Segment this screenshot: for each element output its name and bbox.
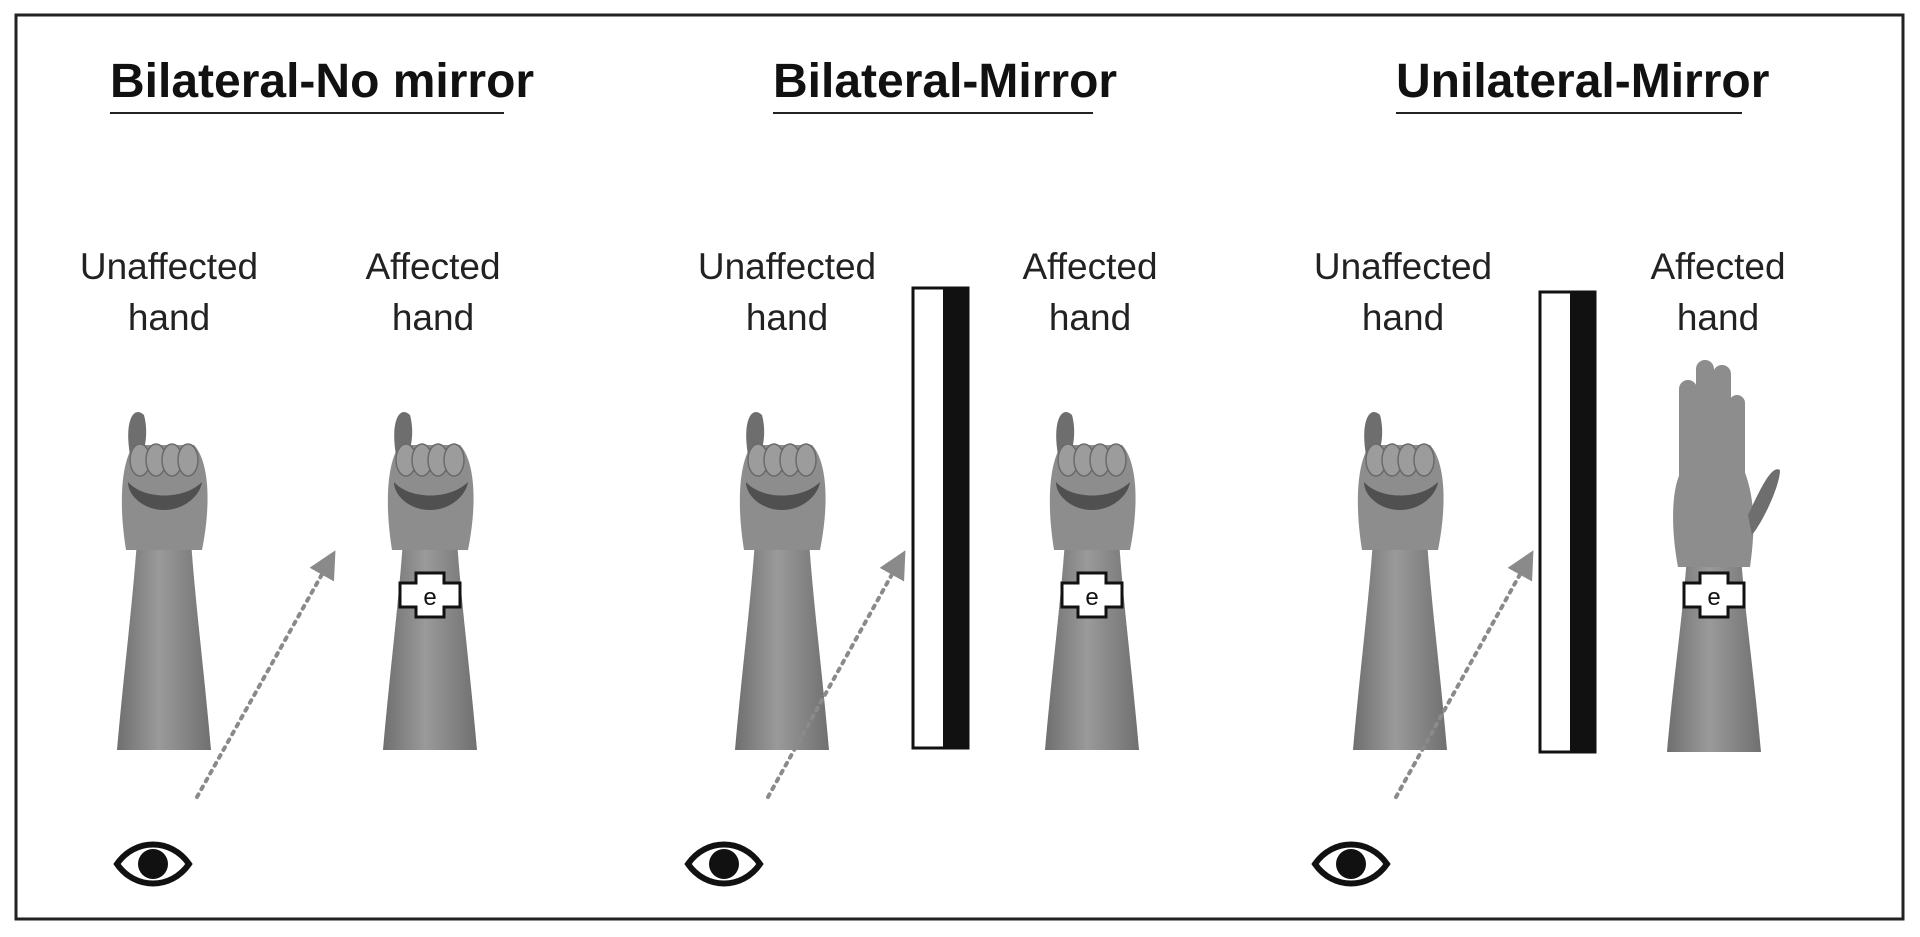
fist-hand [1353, 411, 1447, 750]
outer-frame [14, 13, 1905, 921]
curled-finger [443, 443, 465, 477]
curled-finger [1105, 443, 1127, 477]
panel-title: Bilateral-No mirror [110, 55, 535, 108]
eye-pupil [709, 849, 739, 879]
label-line-2: hand [1676, 297, 1760, 338]
forearm [1353, 540, 1447, 750]
fist-hand [735, 411, 829, 750]
affected-hand-label: Affected hand [323, 241, 543, 343]
unaffected-hand-label: Unaffected hand [1293, 241, 1513, 343]
electrode-icon: e [1682, 571, 1746, 619]
mirror-icon [1538, 290, 1597, 754]
title-underline [773, 112, 1093, 114]
label-line-1: Unaffected [79, 246, 259, 287]
title-underline [1396, 112, 1742, 114]
electrode-icon: e [398, 571, 462, 619]
electrode-label: e [1707, 584, 1720, 611]
eye-icon [1311, 841, 1391, 887]
label-line-2: hand [127, 297, 211, 338]
label-line-1: Unaffected [697, 246, 877, 287]
electrode-label: e [423, 584, 436, 611]
eye-pupil [138, 849, 168, 879]
electrode-label: e [1085, 584, 1098, 611]
title-underline [110, 112, 504, 114]
squeeze-ball [1364, 482, 1438, 510]
curled-finger [177, 443, 199, 477]
electrode-shape [1682, 571, 1746, 619]
fist-hand [117, 411, 211, 750]
curled-finger [795, 443, 817, 477]
palm [1673, 470, 1754, 567]
squeeze-ball [128, 482, 202, 510]
label-line-1: Affected [1022, 246, 1158, 287]
label-line-1: Unaffected [1313, 246, 1493, 287]
mirror-icon [911, 286, 970, 750]
eye-icon [684, 841, 764, 887]
squeeze-ball [746, 482, 820, 510]
label-line-2: hand [1048, 297, 1132, 338]
mirror-back [943, 288, 968, 748]
unaffected-hand-label: Unaffected hand [677, 241, 897, 343]
eye-pupil [1336, 849, 1366, 879]
label-line-1: Affected [1650, 246, 1786, 287]
eye-icon [113, 841, 193, 887]
curled-finger [1413, 443, 1435, 477]
squeeze-ball [394, 482, 468, 510]
panel-title: Unilateral-Mirror [1396, 55, 1770, 108]
unaffected-hand-label: Unaffected hand [59, 241, 279, 343]
electrode-shape [1060, 571, 1124, 619]
mirror-back [1570, 292, 1595, 752]
label-line-1: Affected [365, 246, 501, 287]
gaze-arrow-icon [195, 550, 336, 799]
panel-title: Bilateral-Mirror [773, 55, 1118, 108]
finger [1713, 365, 1731, 485]
gaze-arrow-icon [766, 550, 906, 799]
finger [1729, 395, 1745, 485]
label-line-2: hand [745, 297, 829, 338]
open-hand [1667, 360, 1780, 752]
finger [1696, 360, 1714, 485]
electrode-shape [398, 571, 462, 619]
gaze-arrow-icon [1394, 550, 1534, 799]
electrode-icon: e [1060, 571, 1124, 619]
label-line-2: hand [391, 297, 475, 338]
finger [1679, 380, 1697, 485]
affected-hand-label: Affected hand [980, 241, 1200, 343]
squeeze-ball [1056, 482, 1130, 510]
forearm [117, 540, 211, 750]
label-line-2: hand [1361, 297, 1445, 338]
forearm [735, 540, 829, 750]
thumb [1748, 469, 1780, 535]
affected-hand-label: Affected hand [1608, 241, 1828, 343]
